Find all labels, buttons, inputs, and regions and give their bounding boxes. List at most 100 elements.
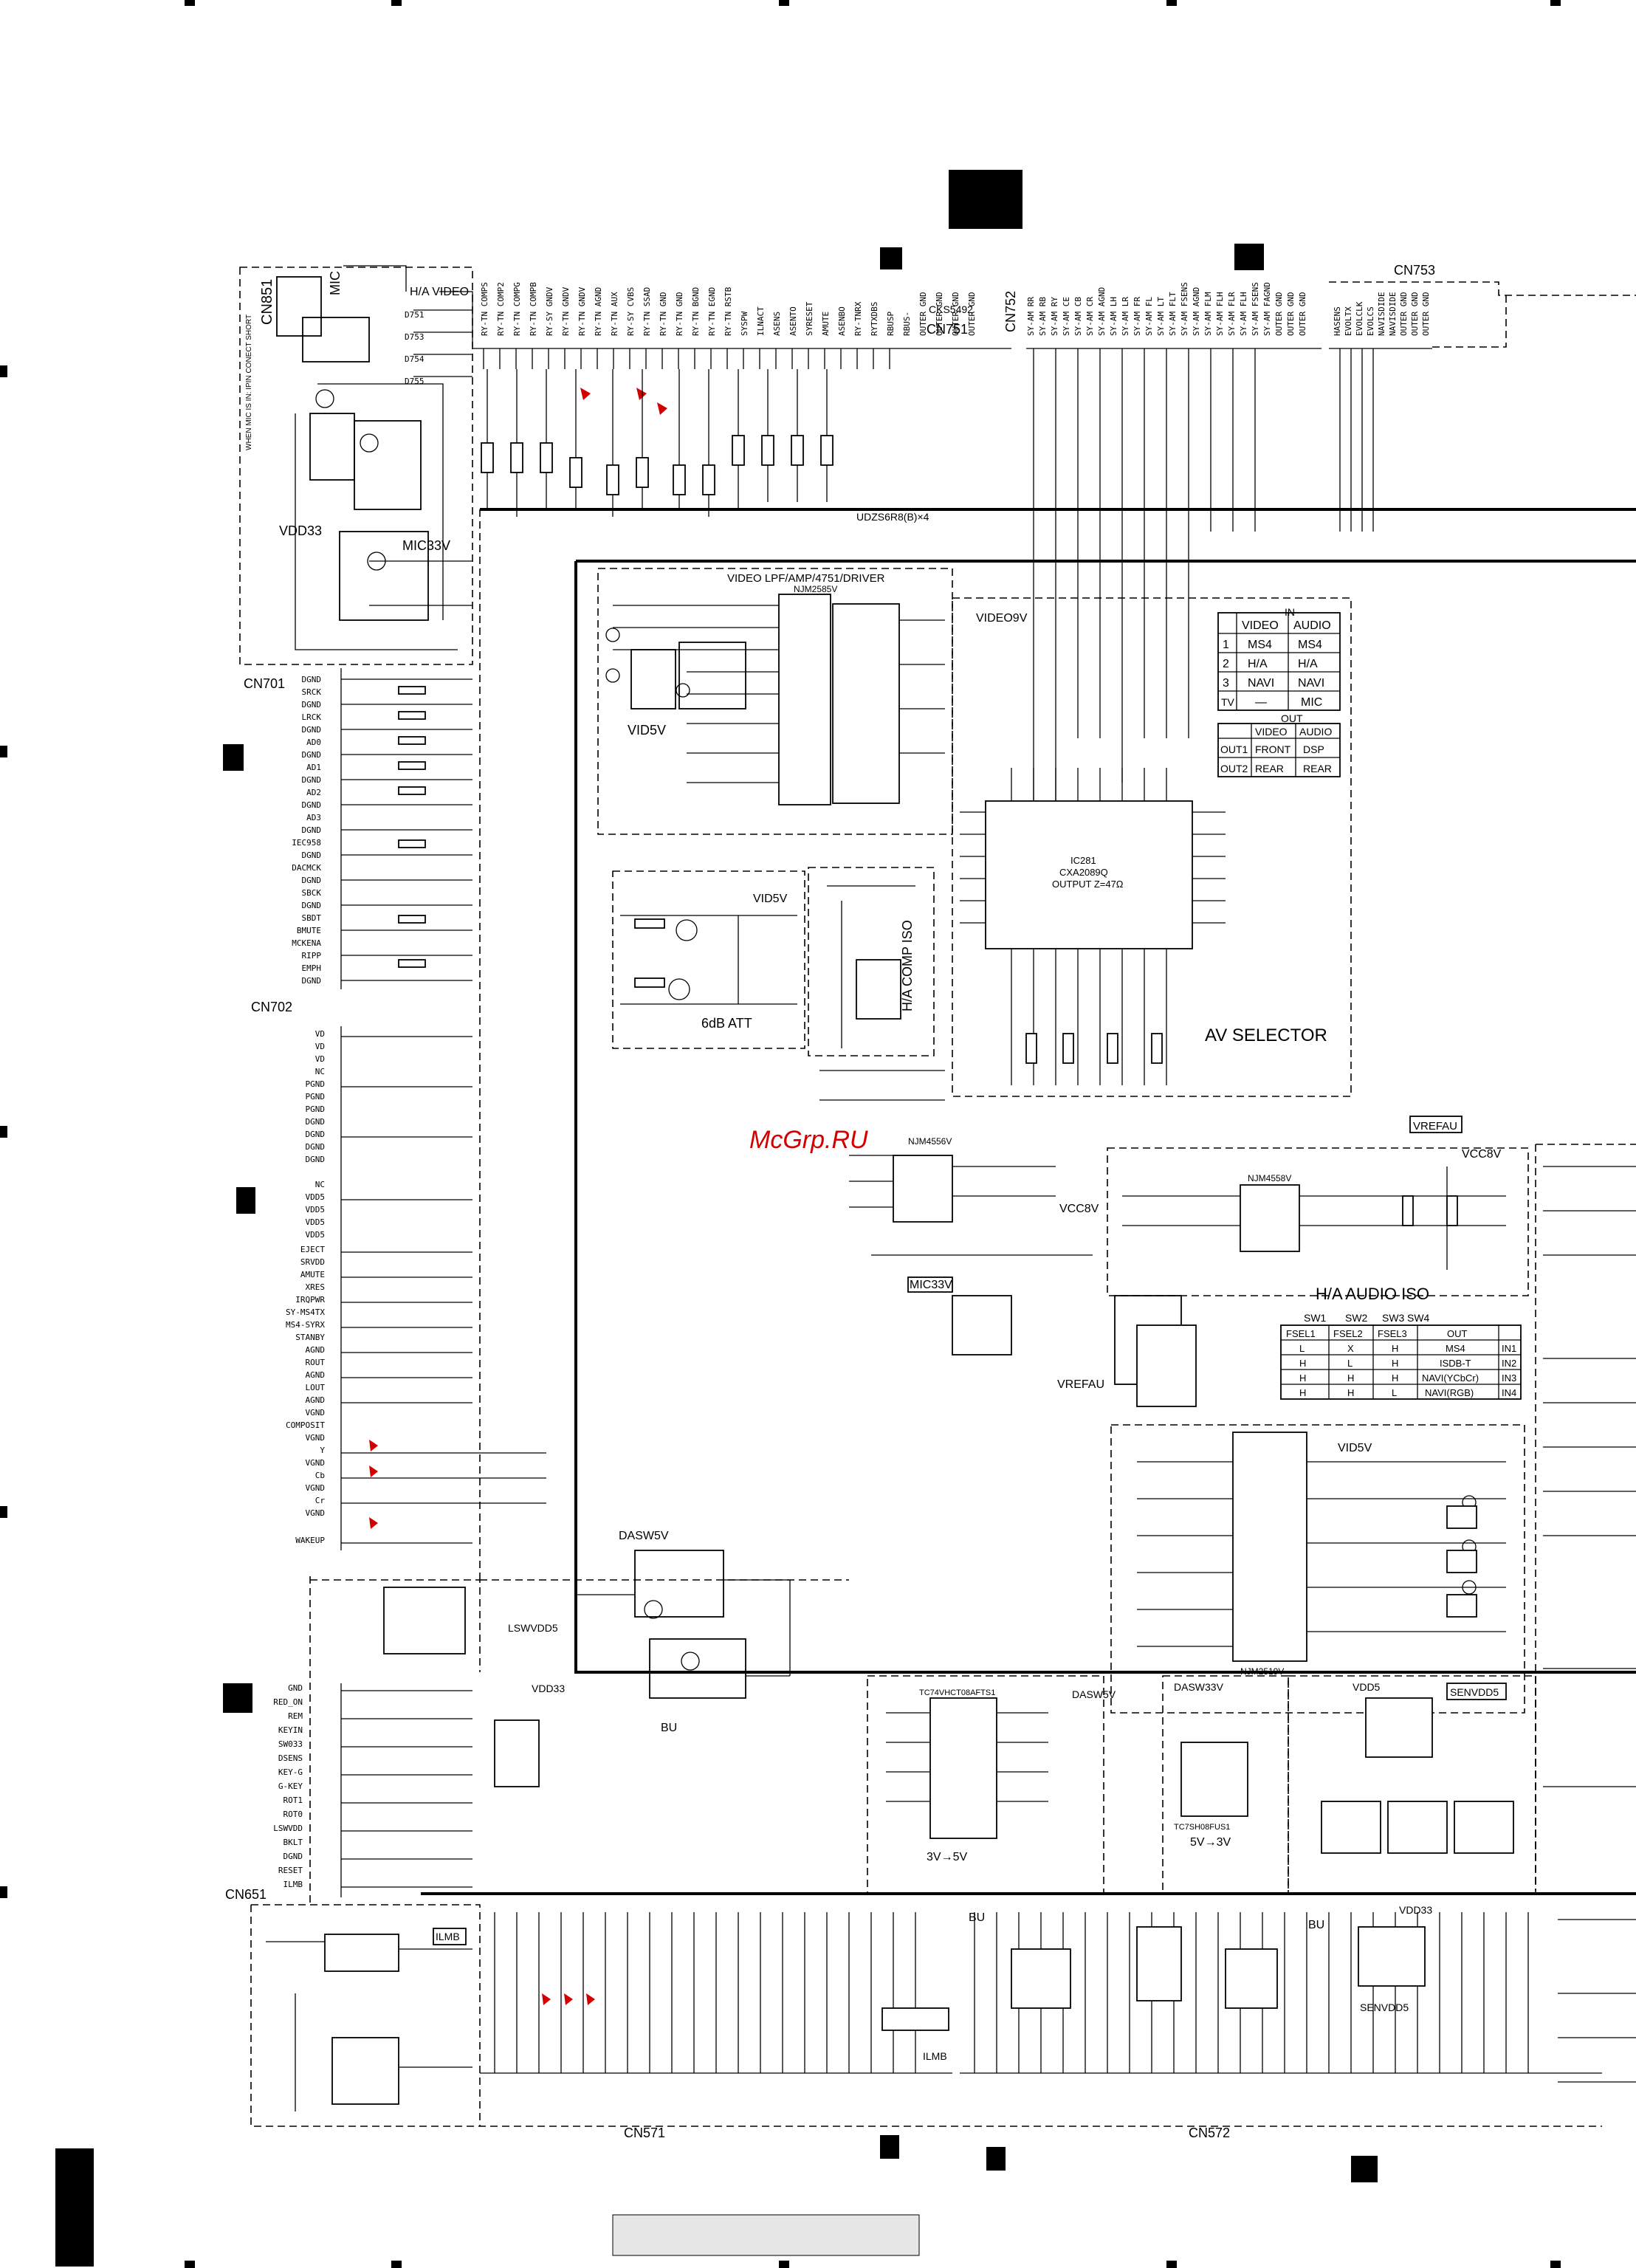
out-header-audio: AUDIO (1299, 726, 1332, 738)
cn751-pin-16: RY-TN RSTB (724, 286, 733, 336)
cn701-pin-16: DACMCK (292, 863, 321, 873)
cn751-pin-27: RBUS- (902, 312, 912, 336)
lswvdd5-label: LSWVDD5 (508, 1622, 558, 1634)
power-block: ILMB (251, 1904, 481, 2126)
cn752-pin-20: SY-AM FSENS (1251, 282, 1260, 336)
av-selector-title: AV SELECTOR (1205, 1025, 1327, 1045)
cn701-pin-19: DGND (302, 901, 322, 910)
cn701-pin-10: AD2 (306, 788, 321, 797)
cn701-pin-17: DGND (302, 876, 322, 885)
io-row1-num: 1 (1223, 639, 1229, 651)
cn751-pin-25: RYTXDBS (870, 302, 879, 336)
cn751-pin-9: RY-TN AUX (610, 292, 619, 336)
sw-r4-c1: H (1299, 1387, 1306, 1398)
cn651-pin-14: RESET (278, 1866, 303, 1875)
opamp-block: NJM4556V VCC8V MIC33V VREFAU (819, 1070, 1182, 1391)
cn572-label: CN572 (1189, 2126, 1230, 2140)
cn751-pin-20: ASENTO (788, 306, 798, 336)
cn702-pin-33: Y (320, 1446, 325, 1455)
cn752-pin-17: SY-AM FLH (1215, 292, 1225, 336)
ha-comp-iso-block: H/A COMP ISO (808, 867, 935, 1056)
cn702-pin-14: VDD5 (306, 1205, 326, 1214)
io-header-audio: AUDIO (1293, 619, 1331, 632)
sw-r1-c2: X (1347, 1343, 1354, 1354)
cn751-pin-30: OUTER GND (951, 292, 960, 336)
cn702-pin-32: VGND (306, 1433, 326, 1443)
io-row1-audio: MS4 (1298, 639, 1322, 651)
cn702-pin-6: PGND (306, 1092, 326, 1102)
cn751-part: CKS5492 (929, 303, 973, 315)
cn701-pin-8: AD1 (306, 763, 321, 772)
cn702-pin-28: LOUT (306, 1383, 326, 1392)
cn702-pin-19: AMUTE (300, 1270, 325, 1279)
sw-table: SW1 SW2 SW3 SW4 FSEL1 FSEL2 FSEL3 OUT L … (1280, 1312, 1522, 1400)
sw-r3-c3: H (1392, 1372, 1398, 1384)
io-header-video: VIDEO (1242, 619, 1279, 632)
cn651-pin-3: REM (288, 1711, 303, 1721)
io-row3-video: NAVI (1248, 677, 1274, 690)
right-edge-circuits (1535, 1144, 1636, 2083)
sw-r1-c5: IN1 (1502, 1343, 1516, 1354)
cn751-pin-23: ASENBO (837, 306, 847, 336)
v3to5-label: 3V→5V (927, 1851, 967, 1863)
cn701-pin-22: MCKENA (292, 938, 321, 948)
mic33v-label-center: MIC33V (910, 1279, 952, 1291)
ic-njm4558-label: NJM4558V (1248, 1173, 1291, 1183)
io-row2-audio: H/A (1298, 658, 1318, 670)
io-row3-num: 3 (1223, 677, 1229, 690)
sw-sub-4: OUT (1447, 1328, 1468, 1339)
cn751-pin-5: RY-SY GNDV (545, 286, 554, 336)
io-row1-video: MS4 (1248, 639, 1272, 651)
udz-label: UDZS6R8(B)×4 (856, 511, 929, 523)
cn753-pin-2: EVOLTX (1344, 306, 1353, 336)
cn752-pin-10: SY-AM FR (1133, 297, 1142, 336)
vdd33-label-cn651: VDD33 (532, 1683, 565, 1694)
cn702-pin-22: SY-MS4TX (286, 1307, 325, 1317)
cn701-pin-5: DGND (302, 725, 322, 735)
cn701-pin-21: BMUTE (297, 926, 321, 935)
cn702-pin-2: VD (315, 1042, 325, 1051)
cn702-pin-25: AGND (306, 1345, 326, 1355)
mic-label: MIC (328, 271, 343, 295)
cn752-section: CN752 SY-AM RR SY-AM RB SY-AM RY SY-AM C… (1003, 282, 1321, 805)
cn702-pin-27: AGND (306, 1370, 326, 1380)
sw-r2-c4: ISDB-T (1440, 1358, 1471, 1369)
cn751-pin-29: OUTER GND (935, 292, 944, 336)
cn701-pin-20: SBDT (302, 913, 322, 923)
cn701-pin-9: DGND (302, 775, 322, 785)
cn651-pin-10: ROT0 (283, 1810, 303, 1819)
cn702-pin-23: MS4-SYRX (286, 1320, 325, 1330)
sw-r4-c3: L (1392, 1387, 1397, 1398)
cn751-pin-10: RY-SY CVBS (626, 287, 636, 336)
cn651-pin-13: DGND (283, 1852, 303, 1861)
cn701-pin-25: DGND (302, 976, 322, 986)
ha-comp-iso-label: H/A COMP ISO (900, 920, 915, 1011)
cn651-pin-8: G-KEY (278, 1781, 303, 1791)
cn701-pin-3: DGND (302, 700, 322, 709)
cn701-pin-13: DGND (302, 825, 322, 835)
cn752-pin-23: OUTER GND (1286, 292, 1296, 336)
vcc8v-label-2: VCC8V (1462, 1148, 1502, 1161)
att-block: VID5V 6dB ATT (612, 870, 805, 1049)
cn752-pin-18: SY-AM FLR (1227, 292, 1237, 336)
sw-r3-c2: H (1347, 1372, 1354, 1384)
cn571-section: CN571 ILMB (480, 1912, 952, 2140)
cn702-pin-39: WAKEUP (295, 1536, 325, 1545)
sw-r4-c4: NAVI(RGB) (1425, 1387, 1474, 1398)
cn702-pin-10: DGND (306, 1142, 326, 1152)
cn702-pin-5: PGND (306, 1079, 326, 1089)
out-row1-audio: DSP (1303, 743, 1324, 755)
cn751-pin-26: RBUSP (886, 312, 896, 336)
sw-r1-c3: H (1392, 1343, 1398, 1354)
cn753-pin-3: EVOLCLK (1355, 301, 1364, 336)
cn702-pin-36: VGND (306, 1483, 326, 1493)
cn701-label: CN701 (244, 676, 285, 691)
mic33v-label-left: MIC33V (402, 538, 450, 553)
video-lpf-block: VIDEO LPF/AMP/4751/DRIVER NJM2585V VID5V (597, 568, 953, 835)
cn702-pin-20: XRES (306, 1282, 326, 1292)
sw-sub-1: FSEL1 (1286, 1328, 1316, 1339)
dasw5v-block: DASW5V (576, 1530, 791, 1699)
cn851-label: CN851 (259, 279, 275, 325)
sw-r4-c5: IN4 (1502, 1387, 1516, 1398)
